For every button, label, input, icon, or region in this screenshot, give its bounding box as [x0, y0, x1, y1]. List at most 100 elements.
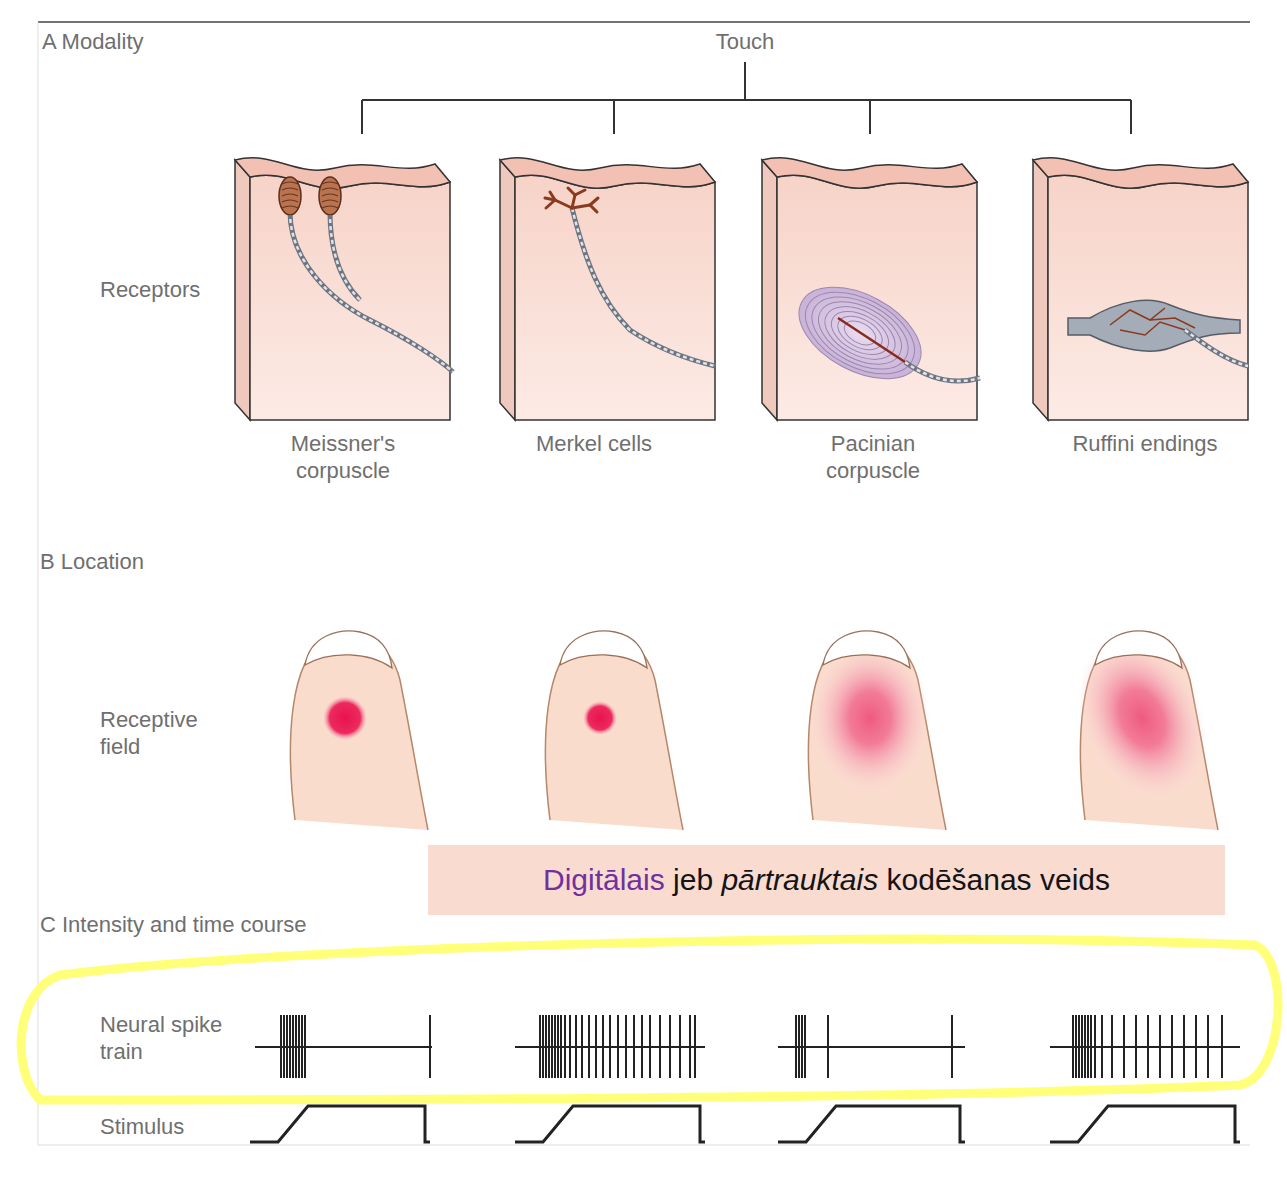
block-side [500, 160, 515, 420]
spike [951, 1015, 953, 1078]
merkel-ending [590, 205, 597, 212]
spike [1147, 1015, 1149, 1078]
spike [641, 1015, 643, 1078]
nerve-fiber [330, 212, 360, 300]
meissner-corpuscle [319, 177, 341, 215]
nerve-fiber [330, 212, 360, 300]
fingertip [1052, 616, 1232, 830]
merkel-ending [590, 198, 598, 205]
skin-block [500, 158, 715, 420]
spike [625, 1015, 627, 1078]
corpuscle-coil [282, 182, 298, 184]
corpuscle-coil [282, 194, 298, 196]
fingernail [823, 631, 910, 668]
merkel-ending [575, 190, 585, 195]
corpuscle-coil [322, 188, 338, 190]
spike [1207, 1015, 1209, 1078]
fingertip [545, 631, 683, 830]
block-front [777, 175, 977, 420]
highlight-box: Digitālais jeb pārtrauktais kodēšanas ve… [428, 845, 1225, 915]
fingertip [808, 631, 946, 830]
spike [795, 1015, 797, 1078]
receptive-field [583, 701, 617, 735]
spike [280, 1015, 282, 1078]
spike [1195, 1015, 1197, 1078]
label: Meissner's corpuscle [263, 430, 423, 484]
spike [283, 1015, 285, 1078]
spike [1135, 1015, 1137, 1078]
spike [548, 1015, 550, 1078]
spike [679, 1015, 681, 1078]
stimulus-trace [250, 1106, 430, 1142]
ruffini-capsule [1068, 300, 1240, 351]
nerve-fiber [572, 208, 715, 366]
pacinian-axon [838, 318, 905, 362]
spike [1072, 1015, 1074, 1078]
spike [1221, 1015, 1223, 1078]
spike [798, 1015, 800, 1078]
spike [689, 1015, 691, 1078]
spike [292, 1015, 294, 1078]
spike [551, 1015, 553, 1078]
block-top [1033, 158, 1248, 188]
block-top [762, 158, 977, 188]
spike [298, 1015, 300, 1078]
spike [602, 1015, 604, 1078]
spike [545, 1015, 547, 1078]
spike [542, 1015, 544, 1078]
spike [295, 1015, 297, 1078]
block-front [515, 175, 715, 420]
merkel-ending [545, 198, 555, 200]
label: Ruffini endings [1065, 430, 1225, 457]
corpuscle-coil [282, 200, 298, 202]
label: Receptive field [100, 706, 220, 760]
fingernail [1095, 631, 1182, 668]
finger-outline [545, 634, 683, 830]
nerve-fiber [290, 212, 453, 372]
spike [827, 1015, 829, 1078]
spike [1183, 1015, 1185, 1078]
merkel-ending [572, 205, 590, 208]
nerve-fiber [1185, 330, 1248, 366]
node-text: Digitālais jeb pārtrauktais kodēšanas ve… [543, 862, 1110, 898]
spike [694, 1015, 696, 1078]
spike [569, 1015, 571, 1078]
block-front [250, 175, 450, 420]
spike [557, 1015, 559, 1078]
label: Pacinian corpuscle [793, 430, 953, 484]
ruffini-ending [1150, 318, 1195, 328]
finger-outline [290, 634, 428, 830]
spike [1111, 1015, 1113, 1078]
skin-block [235, 158, 450, 420]
highlight-loop [21, 939, 1278, 1100]
label: Stimulus [100, 1113, 230, 1140]
spike [554, 1015, 556, 1078]
spike [659, 1015, 661, 1078]
corpuscle-coil [322, 200, 338, 202]
nerve-fiber [905, 362, 980, 381]
spike [1171, 1015, 1173, 1078]
label: A Modality [42, 28, 242, 55]
label: Touch [695, 28, 795, 55]
receptive-field [323, 696, 367, 740]
spike [581, 1015, 583, 1078]
frame-line [38, 1145, 1250, 1146]
nerve-fiber [572, 208, 715, 366]
finger-outline [808, 634, 946, 830]
receptive-field [810, 643, 930, 793]
block-front [1048, 175, 1248, 420]
spike [804, 1015, 806, 1078]
block-side [1033, 160, 1048, 420]
corpuscle-coil [322, 182, 338, 184]
corpuscle-coil [282, 206, 298, 208]
spike [289, 1015, 291, 1078]
spike [1081, 1015, 1083, 1078]
spike [564, 1015, 566, 1078]
spike [1078, 1015, 1080, 1078]
block-top [235, 158, 450, 188]
label: C Intensity and time course [40, 911, 440, 938]
spike [575, 1015, 577, 1078]
stimulus-traces [250, 1106, 1240, 1142]
frame-line [38, 22, 39, 1145]
fingertips [290, 616, 1231, 830]
